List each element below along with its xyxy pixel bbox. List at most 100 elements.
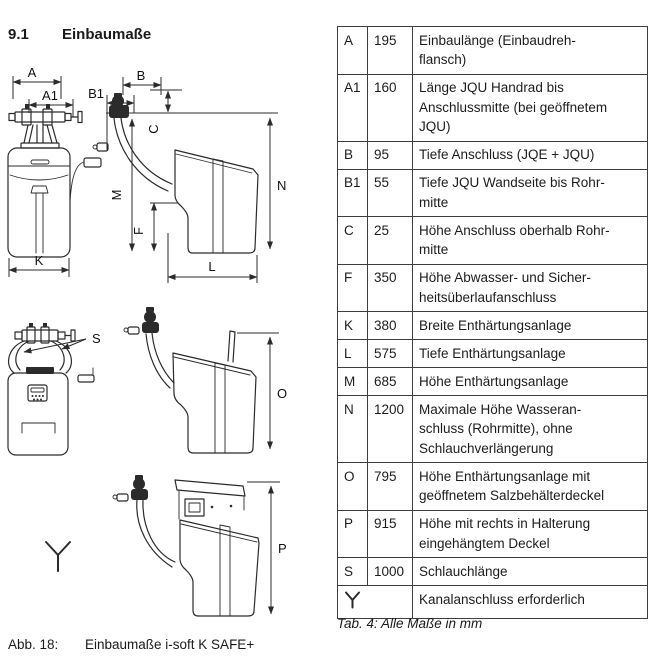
dimensions-table: A 195 Einbaulänge (Einbaudreh- flansch) … [337,26,648,619]
dim-key: N [337,395,368,463]
dim-label-p: P [278,541,287,556]
connection-valve-front [8,104,83,149]
dim-key: F [337,263,368,312]
drain-fitting [77,367,95,383]
table-row: K 380 Breite Enthärtungsanlage [337,311,648,340]
dim-value: 55 [367,168,413,217]
open-lid [227,330,236,363]
dim-key: M [337,367,368,396]
connection-valve-front [14,323,76,344]
front-view-drawing: A A1 [7,65,102,277]
drain-connection-y-icon [45,541,71,572]
dim-label-o: O [277,386,287,401]
table-row: S 1000 Schlauchlänge [337,557,648,586]
table-row: F 350 Höhe Abwasser- und Sicher- heitsüb… [337,263,648,312]
dim-description: Breite Enthärtungsanlage [412,311,648,340]
dim-value: 350 [367,263,413,312]
dim-value: 380 [367,311,413,340]
dim-description: Höhe Enthärtungsanlage mit geöffnetem Sa… [412,462,648,511]
dim-description: Höhe Abwasser- und Sicher- heitsüberlauf… [412,263,648,312]
dim-value: 1000 [367,557,413,586]
dim-value: 575 [367,339,413,368]
installation-dimensions-drawing: A A1 [7,65,287,617]
dim-description: Tiefe Enthärtungsanlage [412,339,648,368]
dim-value: 160 [367,73,413,142]
dim-key: O [337,462,368,511]
dim-label-m: M [109,190,124,201]
dim-key: P [337,509,368,558]
softener-cabinet-side [172,330,257,454]
figure-caption: Abb. 18: Einbaumaße i-soft K SAFE+ [8,637,254,652]
dim-label-k: K [35,253,44,268]
connection-valve-side [92,93,129,152]
power-supply-cable [69,157,102,202]
dim-key: C [337,216,368,265]
side-view-open-lid-drawing: O [123,307,287,454]
dim-description: Schlauchlänge [412,557,648,586]
dim-value: 95 [367,140,413,170]
connection-valve-side [112,475,148,502]
dim-description: Länge JQU Handrad bis Anschlussmitte (be… [412,73,648,142]
dim-key: S [337,557,368,586]
dim-value: 795 [367,462,413,511]
dim-label-l: L [208,259,215,274]
table-row: P 915 Höhe mit rechts in Halterung einge… [337,509,648,558]
connection-valve-side [123,307,159,335]
table-row: B 95 Tiefe Anschluss (JQE + JQU) [337,140,648,170]
table-row-symbol: Kanalanschluss erforderlich [337,585,648,619]
front-view-hoses-drawing: S [7,323,101,456]
dim-description: Tiefe Anschluss (JQE + JQU) [412,140,648,170]
dim-key: B1 [337,168,368,217]
figure-caption-text: Einbaumaße i-soft K SAFE+ [85,637,255,652]
dim-label-c: C [146,124,161,133]
table-row: A1 160 Länge JQU Handrad bis Anschlussmi… [337,73,648,142]
dim-description: Höhe Anschluss oberhalb Rohr- mitte [412,216,648,265]
side-view-drawing: B B1 C M F [88,68,286,283]
dim-label-b1: B1 [88,86,104,101]
connection-hose [136,499,176,568]
hose-loops [7,340,73,374]
connection-hose [113,117,173,192]
dim-description: Höhe mit rechts in Halterung eingehängte… [412,509,648,558]
dim-label-a: A [28,65,37,80]
table-row: B1 55 Tiefe JQU Wandseite bis Rohr- mitt… [337,168,648,217]
dim-value: 1200 [367,395,413,463]
softener-cabinet-side [174,149,259,254]
softener-cabinet-front [7,372,69,456]
dim-description: Maximale Höhe Wasseran- schluss (Rohrmit… [412,395,648,463]
dim-description: Einbaulänge (Einbaudreh- flansch) [412,26,648,75]
dim-key: A1 [337,73,368,142]
dim-description: Höhe Enthärtungsanlage [412,367,648,396]
dim-label-a1: A1 [42,88,58,103]
table-caption: Tab. 4: Alle Maße in mm [337,616,483,631]
dim-label-s: S [92,331,101,346]
dim-label-n: N [277,178,286,193]
section-title: Einbaumaße [62,26,152,43]
dim-key: L [337,339,368,368]
dim-label-b: B [137,68,146,83]
dim-value: 195 [367,26,413,75]
hung-lid-detail [174,479,246,520]
figure-caption-label: Abb. 18: [8,637,59,652]
softener-cabinet-side [179,519,260,617]
dim-label-f: F [131,227,146,235]
table-row: O 795 Höhe Enthärtungsanlage mit geöffne… [337,462,648,511]
dim-key: A [337,26,368,75]
dim-value: 25 [367,216,413,265]
softener-cabinet-front [7,147,71,258]
dim-key: B [337,140,368,170]
table-row: L 575 Tiefe Enthärtungsanlage [337,339,648,368]
drain-connection-y-icon [337,585,413,619]
side-view-hung-lid-drawing: P [45,475,287,617]
dim-description: Tiefe JQU Wandseite bis Rohr- mitte [412,168,648,217]
dim-value: 685 [367,367,413,396]
dim-description: Kanalanschluss erforderlich [412,585,648,619]
table-row: A 195 Einbaulänge (Einbaudreh- flansch) [337,26,648,75]
dimensions-table-body: A 195 Einbaulänge (Einbaudreh- flansch) … [337,26,648,619]
dim-value: 915 [367,509,413,558]
table-row: M 685 Höhe Enthärtungsanlage [337,367,648,396]
dim-key: K [337,311,368,340]
connection-hose [145,332,175,389]
table-row: N 1200 Maximale Höhe Wasseran- schluss (… [337,395,648,463]
